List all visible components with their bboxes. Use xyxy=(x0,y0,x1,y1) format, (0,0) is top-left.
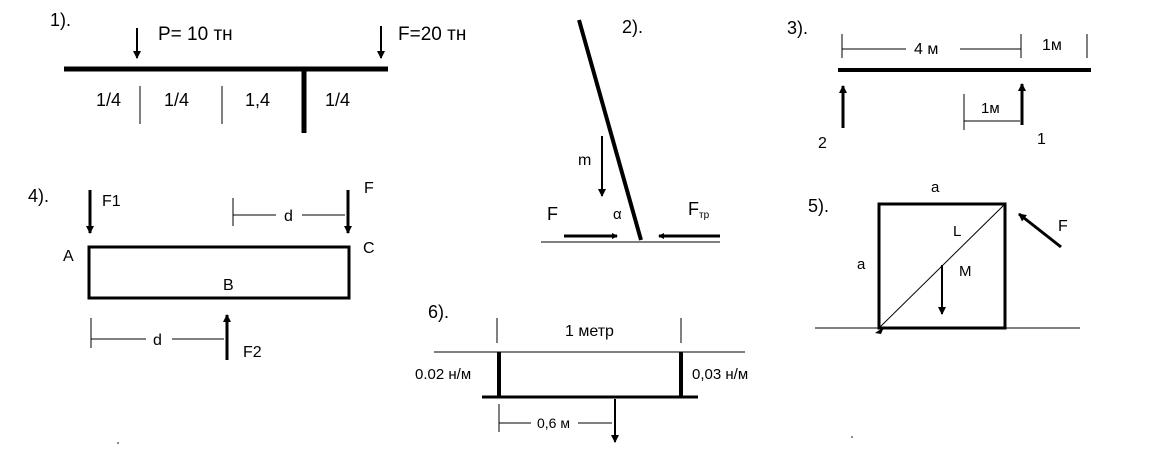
ladder xyxy=(577,19,643,241)
dim-06-label: 0,6 м xyxy=(537,415,570,431)
problem-2: 2). m F α Fтр xyxy=(541,17,720,243)
force-f-label: F=20 тн xyxy=(398,24,466,45)
angle-label: α xyxy=(613,206,622,223)
problem-2-number: 2). xyxy=(622,17,643,37)
problem-3-number: 3). xyxy=(787,18,808,38)
segment-2-label: 1/4 xyxy=(164,90,189,110)
segment-4-label: 1/4 xyxy=(325,90,350,110)
dim-1m-top-label: 1м xyxy=(1042,37,1062,54)
problem-4: 4). F1 F d A B C F2 d xyxy=(28,180,375,444)
length-label: 1 метр xyxy=(565,323,614,340)
square-block xyxy=(877,202,1007,330)
load-left-label: 0.02 н/м xyxy=(415,366,471,383)
stray-dot xyxy=(851,436,853,438)
side-left-label: a xyxy=(857,256,866,273)
mass-m-label: M xyxy=(959,263,972,280)
pivot-corner-mark xyxy=(875,327,884,334)
dim-d-top-label: d xyxy=(284,208,293,225)
problem-6-number: 6). xyxy=(428,302,449,322)
point-b-label: B xyxy=(223,277,234,294)
segment-3-label: 1,4 xyxy=(245,90,270,110)
problem-5-number: 5). xyxy=(808,196,829,216)
point-a-label: A xyxy=(63,248,74,265)
problem-3: 3). 4 м 1м 2 1 1м xyxy=(787,18,1091,152)
problem-1-number: 1). xyxy=(50,10,71,30)
force-f1-label: F1 xyxy=(102,193,121,210)
force-f-arrow xyxy=(1018,212,1062,249)
problem-1: 1). P= 10 тн F=20 тн 1/4 1/4 1,4 1/4 xyxy=(50,10,466,133)
support-2-label: 2 xyxy=(818,135,827,152)
dim-4m-label: 4 м xyxy=(914,41,938,58)
point-c-label: C xyxy=(363,240,375,257)
dim-1m-low-label: 1м xyxy=(981,100,1000,117)
force-f-label: F xyxy=(547,204,558,224)
length-l-label: L xyxy=(953,223,961,240)
segment-1-label: 1/4 xyxy=(96,90,121,110)
load-right-label: 0,03 н/м xyxy=(692,366,748,383)
problem-4-number: 4). xyxy=(28,186,49,206)
friction-label: Fтр xyxy=(688,199,710,221)
dim-d-bottom-label: d xyxy=(153,332,162,349)
force-p-label: P= 10 тн xyxy=(158,24,233,45)
problem-5: 5). a a L M F xyxy=(808,179,1080,438)
side-top-label: a xyxy=(931,179,940,196)
problem-6: 6). 1 метр 0.02 н/м 0,03 н/м 0,6 м xyxy=(415,302,748,443)
mass-label: m xyxy=(578,152,591,169)
stray-dot xyxy=(117,442,119,444)
force-f-label: F xyxy=(364,180,374,197)
force-f2-label: F2 xyxy=(243,344,262,361)
force-f-label: F xyxy=(1058,218,1068,235)
support-1-label: 1 xyxy=(1037,131,1046,148)
body-rectangle xyxy=(87,245,351,300)
